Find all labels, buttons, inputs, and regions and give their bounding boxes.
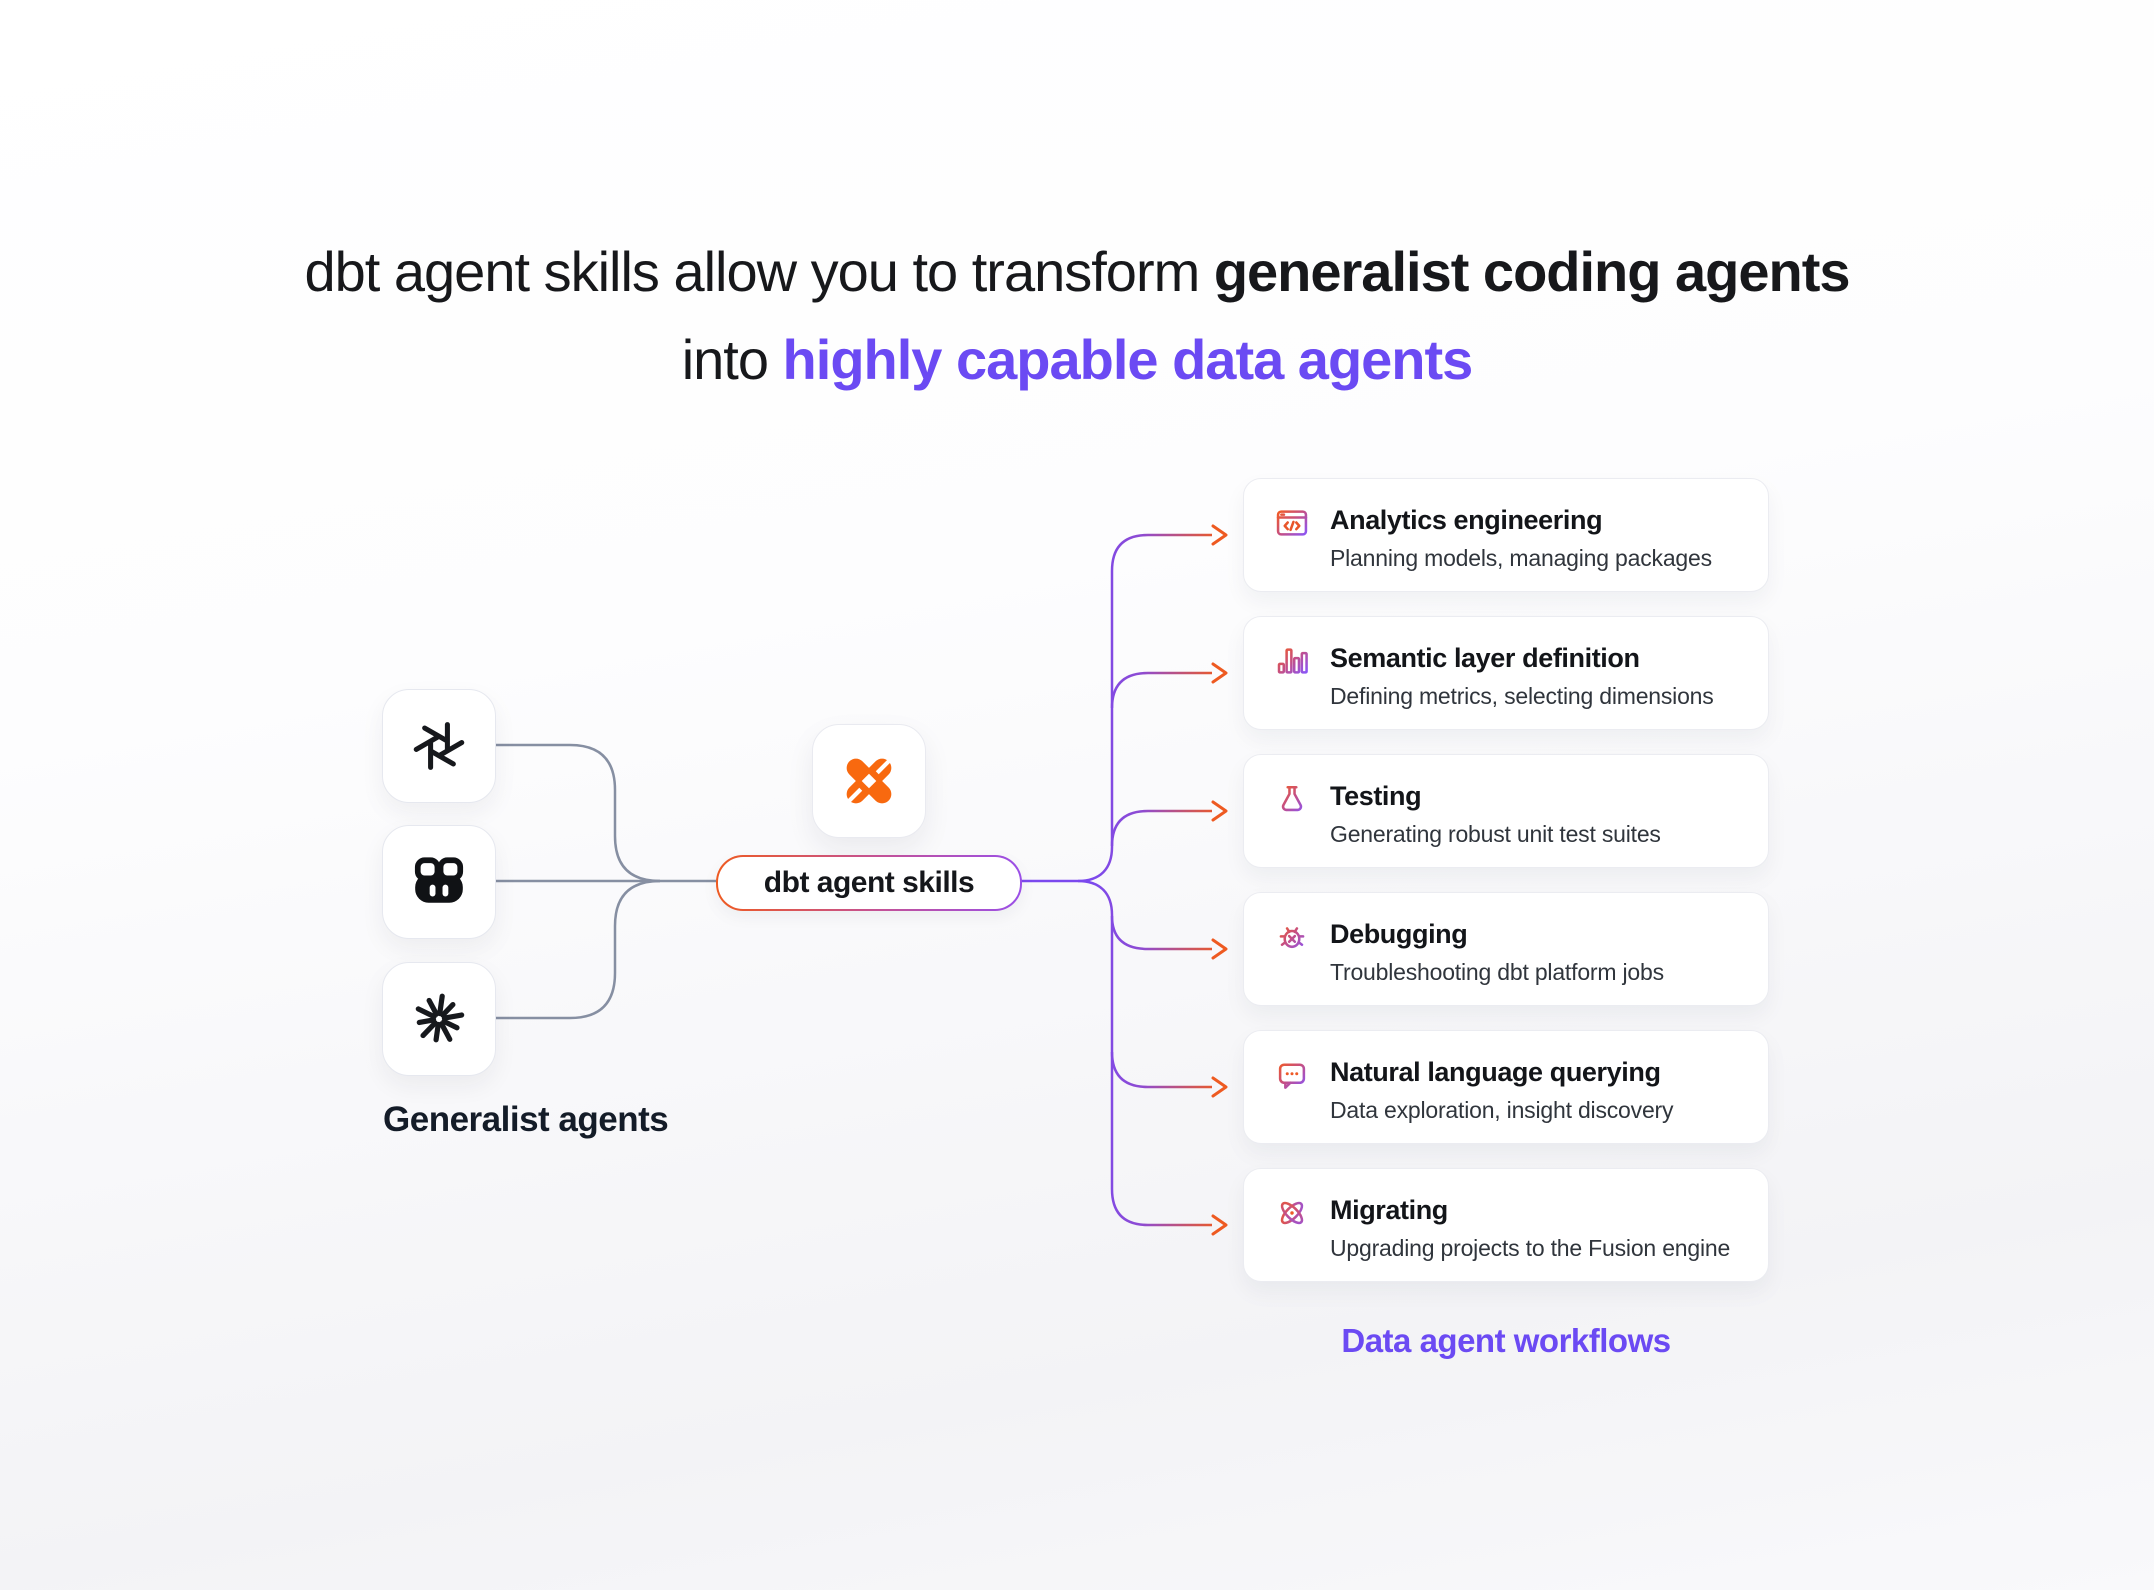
workflow-title: Migrating bbox=[1330, 1195, 1448, 1225]
title-line-2: into highly capable data agents bbox=[0, 316, 2154, 404]
dbt-agent-skills-pill-label: dbt agent skills bbox=[763, 866, 975, 899]
bug-icon bbox=[1279, 927, 1305, 949]
agent-card-github-copilot bbox=[382, 825, 496, 939]
workflow-subtitle: Defining metrics, selecting dimensions bbox=[1330, 683, 1714, 709]
title-line1-regular: dbt agent skills allow you to transform bbox=[304, 240, 1214, 303]
claude-logo-icon bbox=[415, 993, 465, 1043]
workflow-subtitle: Upgrading projects to the Fusion engine bbox=[1330, 1235, 1731, 1261]
agent-card-claude bbox=[382, 962, 496, 1076]
workflow-title: Testing bbox=[1330, 781, 1422, 811]
workflow-card-migrating: Migrating Upgrading projects to the Fusi… bbox=[1243, 1168, 1769, 1282]
dbt-logo-card bbox=[812, 724, 926, 838]
generalist-agents-label: Generalist agents bbox=[383, 1100, 669, 1139]
workflow-card-analytics-engineering: Analytics engineering Planning models, m… bbox=[1243, 478, 1769, 592]
workflow-subtitle: Data exploration, insight discovery bbox=[1330, 1097, 1674, 1123]
agent-card-openai bbox=[382, 689, 496, 803]
workflow-subtitle: Generating robust unit test suites bbox=[1330, 821, 1661, 847]
title-line1-bold: generalist coding agents bbox=[1213, 240, 1851, 303]
workflow-card-natural-language-querying: Natural language querying Data explorati… bbox=[1243, 1030, 1769, 1144]
gradient-wires bbox=[1018, 533, 1212, 1227]
title-line2-regular: into bbox=[681, 328, 783, 391]
workflow-subtitle: Planning models, managing packages bbox=[1330, 545, 1712, 571]
arrow-heads bbox=[1211, 524, 1228, 1236]
dbt-agent-skills-pill: dbt agent skills bbox=[716, 855, 1022, 911]
workflow-card-testing: Testing Generating robust unit test suit… bbox=[1243, 754, 1769, 868]
page-title: dbt agent skills allow you to transform … bbox=[0, 228, 2154, 404]
workflow-card-semantic-layer: Semantic layer definition Defining metri… bbox=[1243, 616, 1769, 730]
workflow-title: Natural language querying bbox=[1330, 1057, 1661, 1087]
github-copilot-logo-icon bbox=[414, 857, 464, 903]
gray-wires bbox=[494, 743, 716, 1020]
workflow-subtitle: Troubleshooting dbt platform jobs bbox=[1330, 959, 1664, 985]
workflow-card-debugging: Debugging Troubleshooting dbt platform j… bbox=[1243, 892, 1769, 1006]
title-line-1: dbt agent skills allow you to transform … bbox=[0, 228, 2154, 316]
workflow-title: Debugging bbox=[1330, 919, 1468, 949]
data-agent-workflows-label: Data agent workflows bbox=[1341, 1322, 1671, 1359]
title-line2-accent: highly capable data agents bbox=[782, 328, 1474, 391]
code-window-icon bbox=[1276, 510, 1308, 536]
dbt-logo-icon bbox=[842, 754, 896, 808]
workflow-title: Semantic layer definition bbox=[1330, 643, 1640, 673]
chat-bubble-icon bbox=[1278, 1063, 1306, 1089]
openai-logo-icon bbox=[413, 722, 465, 770]
flask-icon bbox=[1281, 786, 1303, 812]
atom-icon bbox=[1280, 1201, 1304, 1225]
bar-chart-icon bbox=[1277, 648, 1308, 674]
workflow-title: Analytics engineering bbox=[1330, 505, 1603, 535]
